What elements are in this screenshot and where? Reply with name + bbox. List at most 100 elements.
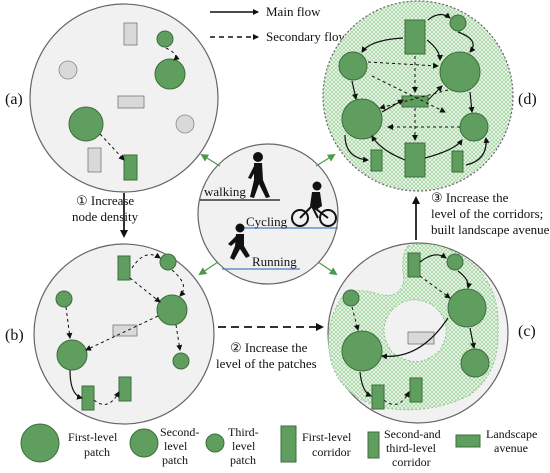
secondary-flow	[85, 315, 159, 351]
step1-text-2: node density	[72, 209, 139, 224]
corridor	[370, 149, 383, 172]
main-flow	[381, 99, 404, 113]
first-corridor-label-1: First-level	[302, 430, 352, 444]
sec-corridor-label-1: Second-and	[384, 427, 441, 441]
main-flow	[457, 270, 473, 289]
second-level-patch	[338, 51, 368, 81]
panel-b-label: (b)	[5, 327, 24, 344]
second-patch-label-2: level	[164, 439, 188, 453]
secondary-flow	[93, 391, 120, 405]
step1-text-1: ① Increase	[76, 193, 134, 208]
secondary-flow	[65, 306, 73, 339]
main-flow	[426, 39, 443, 61]
third-level-patch	[342, 289, 360, 307]
first-level-patch	[68, 106, 104, 142]
first-corridor-label-2: corridor	[312, 445, 351, 459]
running-person-icon	[228, 223, 250, 260]
secondary-flow	[351, 306, 360, 331]
third-patch-label-3: patch	[230, 453, 256, 467]
main-flow	[371, 135, 406, 161]
panel-b: (b)	[5, 243, 215, 425]
main-flow	[344, 134, 369, 163]
step-1: ① Increase node density	[72, 193, 139, 238]
step2-text-1: ② Increase the	[230, 340, 308, 355]
third-level-patch	[159, 253, 177, 271]
step-2: ② Increase the level of the patches	[216, 323, 324, 371]
corridor	[407, 252, 421, 278]
second-level-patch	[460, 348, 490, 378]
main-flow	[359, 371, 372, 397]
main-flow	[69, 369, 83, 400]
second-patch-label-1: Second-	[160, 425, 199, 439]
second-level-patch	[154, 58, 186, 90]
first-level-patch	[341, 330, 383, 372]
corridor	[371, 384, 385, 410]
arrow-to-a	[200, 153, 221, 167]
corridor	[451, 150, 464, 173]
main-flow	[381, 317, 449, 360]
cycling-label: Cycling	[246, 214, 288, 229]
panel-d-label: (d)	[518, 91, 537, 108]
panel-c-label: (c)	[518, 323, 536, 340]
center-circle	[197, 143, 339, 285]
sec-corridor-label-3: corridor	[392, 455, 431, 469]
secondary-flow	[131, 252, 161, 269]
walking-label: walking	[204, 184, 246, 199]
arrow-to-b	[198, 261, 219, 276]
panel-a-label: (a)	[5, 91, 23, 108]
panel-d: (d)	[322, 0, 537, 192]
avenue-label-1: Landscape	[486, 427, 537, 441]
step2-text-2: level of the patches	[216, 356, 317, 371]
corridor	[409, 377, 423, 403]
secondary-flow-label: Secondary flow	[266, 29, 349, 44]
first-patch-label-2: patch	[84, 445, 110, 459]
main-flow	[427, 12, 451, 21]
landscape-avenue-swatch	[455, 434, 481, 448]
second-level-patch	[459, 112, 489, 142]
gray-avenue	[112, 324, 138, 337]
walking-person-icon	[248, 152, 270, 198]
secondary-flow	[419, 275, 451, 299]
third-patch-label-2: level	[232, 439, 256, 453]
third-level-patch	[449, 14, 467, 32]
third-level-patch	[172, 352, 190, 370]
corridor	[123, 154, 138, 181]
third-level-patch-swatch	[205, 433, 225, 453]
first-level-patch	[447, 288, 487, 328]
second-patch-label-3: patch	[162, 453, 188, 467]
center-activities: walking Cycling Running	[197, 143, 339, 285]
gray-avenue	[407, 331, 435, 345]
first-level-patch	[341, 98, 383, 140]
main-flow-label: Main flow	[266, 4, 321, 19]
flow-legend: Main flow Secondary flow	[210, 4, 349, 44]
gray-corridor	[123, 22, 138, 46]
first-level-corridor	[404, 19, 426, 55]
secondary-flow	[165, 47, 180, 61]
main-flow	[361, 37, 404, 53]
gray-patch	[175, 114, 195, 134]
panel-a: (a)	[5, 3, 219, 193]
first-level-corridor	[404, 142, 426, 178]
running-label: Running	[252, 254, 297, 269]
main-flow	[351, 80, 358, 100]
sec-corridor-label-2: third-level	[386, 441, 437, 455]
arrow-to-d	[315, 153, 336, 167]
gray-patch	[58, 60, 78, 80]
third-patch-label-1: Third-	[228, 425, 259, 439]
third-level-patch	[446, 253, 464, 271]
third-level-patch	[55, 290, 73, 308]
third-level-patch	[156, 30, 174, 48]
element-legend: First-level patch Second- level patch Th…	[20, 423, 537, 469]
gray-avenue	[117, 95, 145, 109]
step3-text-2: level of the corridors;	[431, 206, 543, 221]
corridor	[81, 385, 95, 411]
main-flow	[419, 252, 447, 263]
main-flow	[457, 31, 476, 53]
first-level-corridor-swatch	[280, 425, 297, 463]
first-level-patch-swatch	[20, 423, 60, 463]
step-3: ③ Increase the level of the corridors; b…	[412, 190, 550, 240]
corridor	[118, 376, 132, 402]
main-flow	[469, 327, 476, 349]
step3-text-1: ③ Increase the	[431, 190, 509, 205]
